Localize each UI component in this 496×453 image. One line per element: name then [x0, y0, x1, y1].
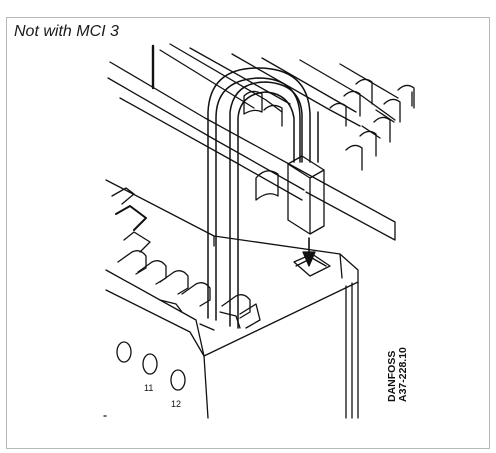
terminal-circle	[116, 341, 132, 363]
wire-jumper	[207, 67, 319, 329]
terminal-label-2: 12	[171, 399, 181, 409]
terminal-label-1: 11	[144, 383, 153, 393]
jumper-plug	[287, 155, 325, 235]
terminal-circle	[170, 369, 186, 391]
insert-arrow	[302, 237, 316, 267]
drawing-code-number: A37-228.10	[397, 347, 409, 402]
terminal-block	[105, 179, 359, 419]
figure-caption: Not with MCI 3	[14, 23, 119, 40]
front-terminals: 11 12	[103, 341, 186, 417]
drawing-code: DANFOSS A37-228.10	[386, 347, 409, 402]
terminal-circle	[142, 353, 158, 375]
rear-rail	[299, 91, 413, 241]
rear-connector-ribs	[107, 43, 415, 201]
